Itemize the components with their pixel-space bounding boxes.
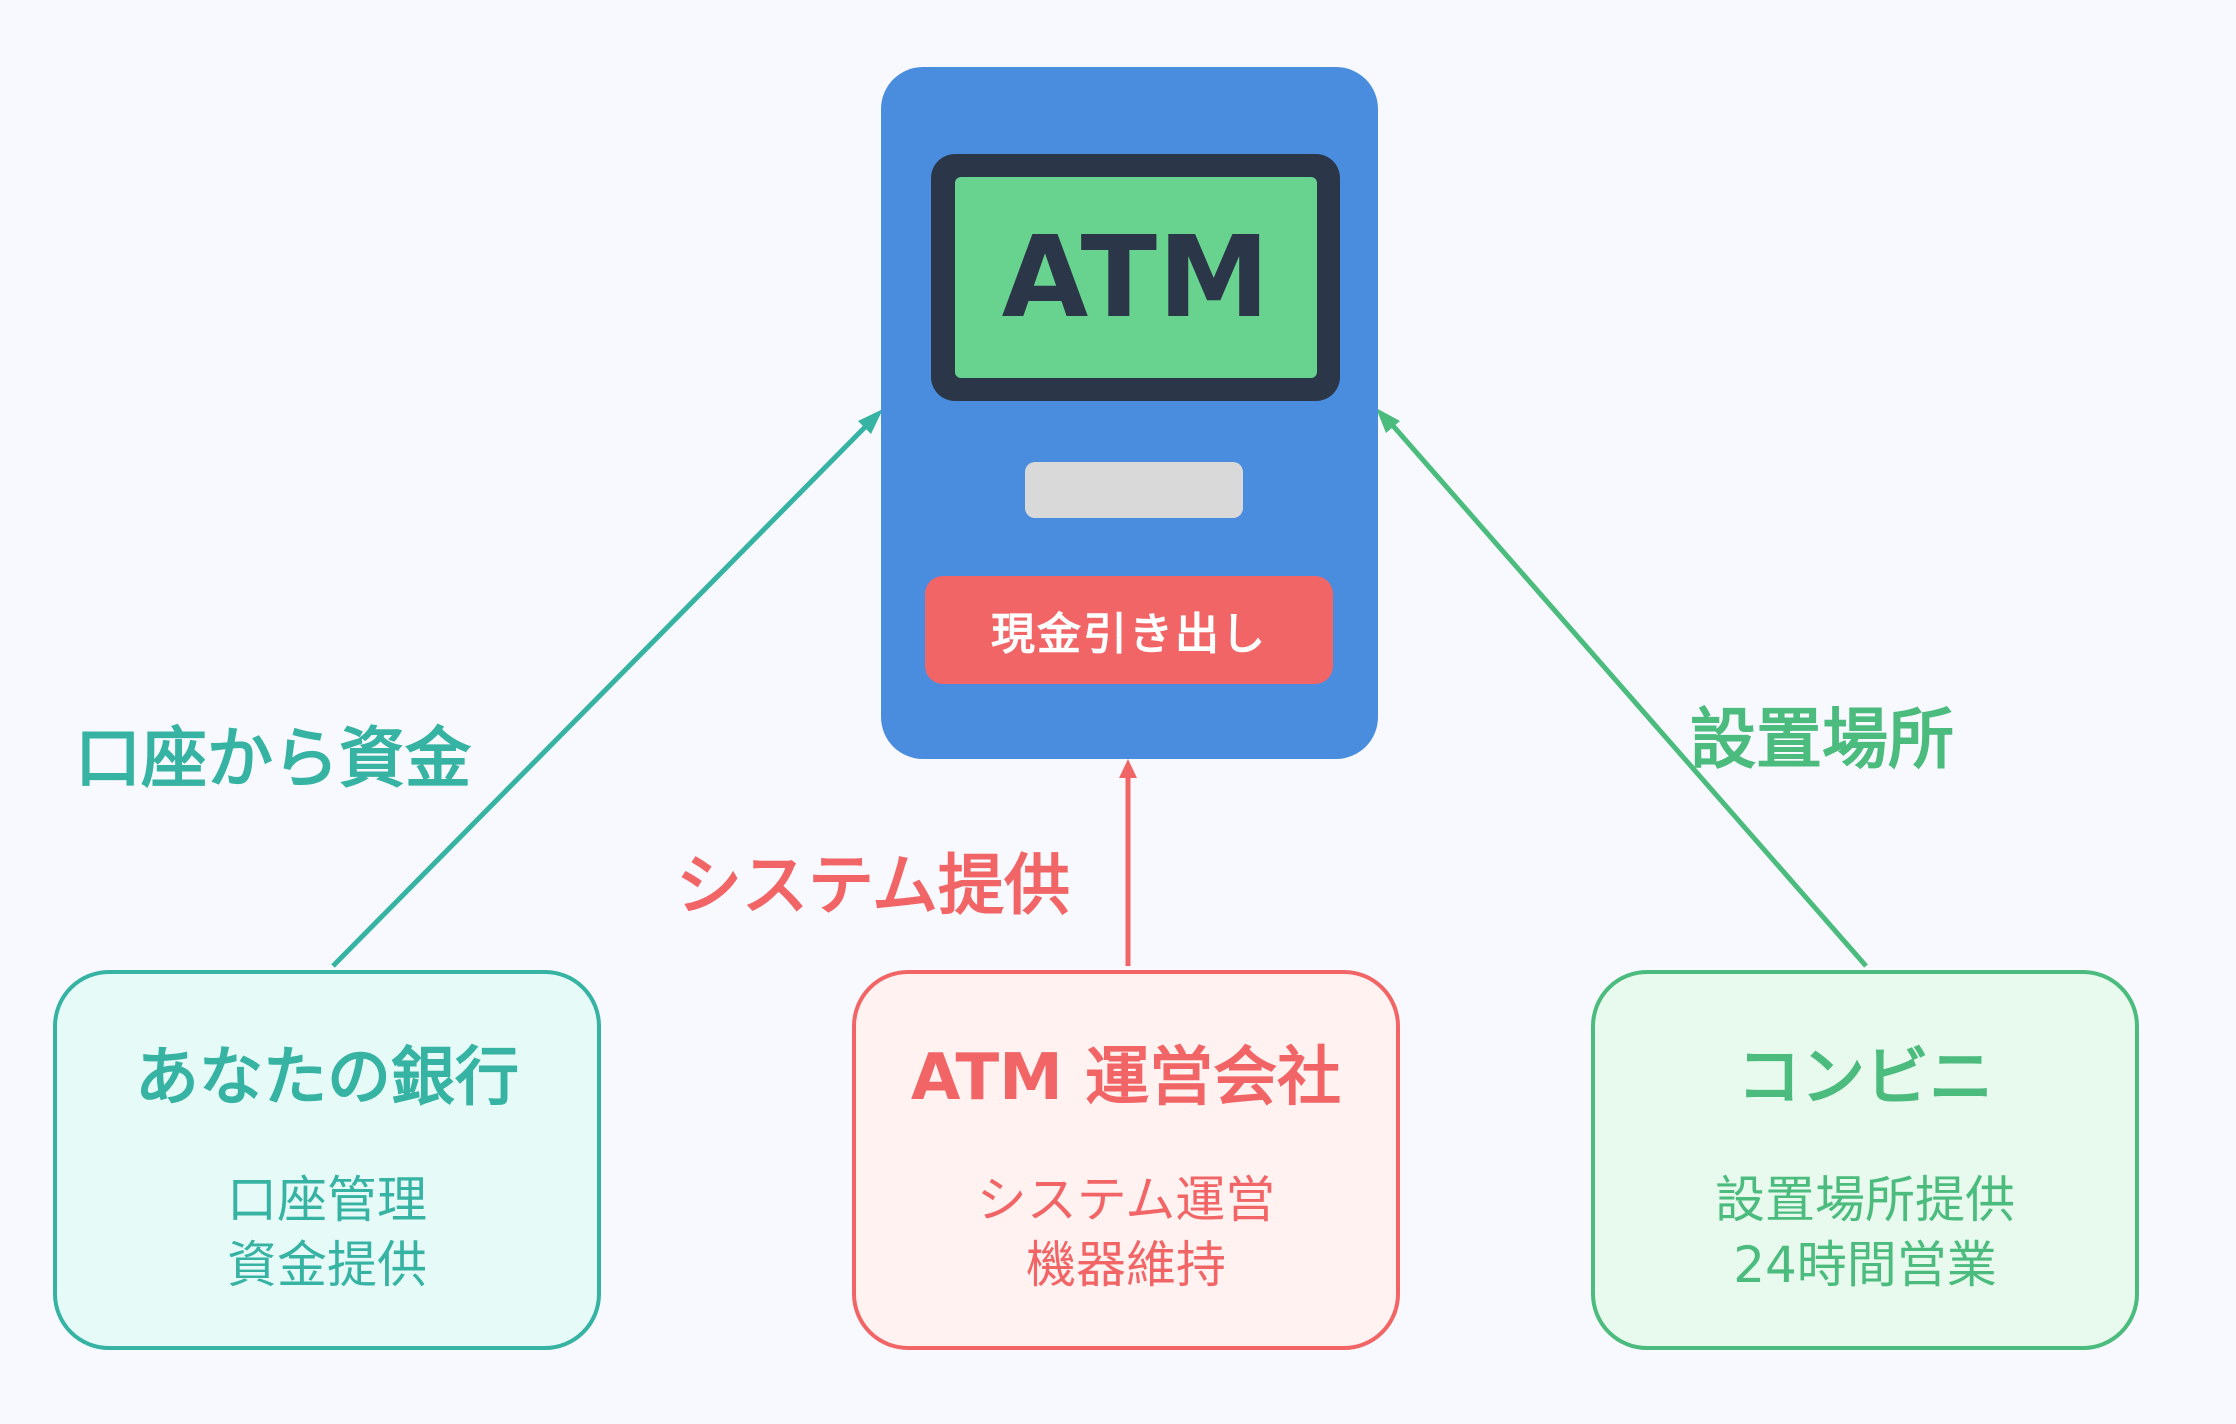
party-convenience-box: コンビニ 設置場所提供 24時間営業 [1591, 970, 2139, 1350]
party-bank-line: 資金提供 [227, 1236, 427, 1294]
party-operator-box: ATM 運営会社 システム運営 機器維持 [852, 970, 1400, 1350]
party-bank-description: 口座管理 資金提供 [227, 1168, 427, 1298]
party-convenience-description: 設置場所提供 24時間営業 [1715, 1168, 2015, 1298]
arrow-bank-to-atm [331, 409, 883, 968]
edge-label-operator: システム提供 [676, 847, 1071, 924]
edge-label-bank: 口座から資金 [75, 720, 471, 797]
party-convenience-line: 設置場所提供 [1715, 1171, 2015, 1229]
cash-withdrawal-button: 現金引き出し [925, 576, 1333, 684]
party-bank-box: あなたの銀行 口座管理 資金提供 [53, 970, 601, 1350]
party-operator-line: 機器維持 [1026, 1236, 1226, 1294]
arrow-operator-to-atm [1119, 759, 1137, 966]
party-bank-title: あなたの銀行 [135, 1041, 519, 1115]
party-convenience-line: 24時間営業 [1733, 1236, 1997, 1294]
arrow-convenience-to-atm [1376, 408, 1868, 968]
party-bank-line: 口座管理 [227, 1171, 427, 1229]
party-operator-line: システム運営 [976, 1171, 1276, 1229]
atm-screen: ATM [955, 177, 1317, 378]
party-operator-title: ATM 運営会社 [910, 1041, 1342, 1115]
edge-label-convenience: 設置場所 [1690, 701, 1954, 778]
party-operator-description: システム運営 機器維持 [977, 1168, 1276, 1298]
atm-card-slot [1025, 462, 1243, 518]
party-convenience-title: コンビニ [1737, 1041, 1993, 1115]
